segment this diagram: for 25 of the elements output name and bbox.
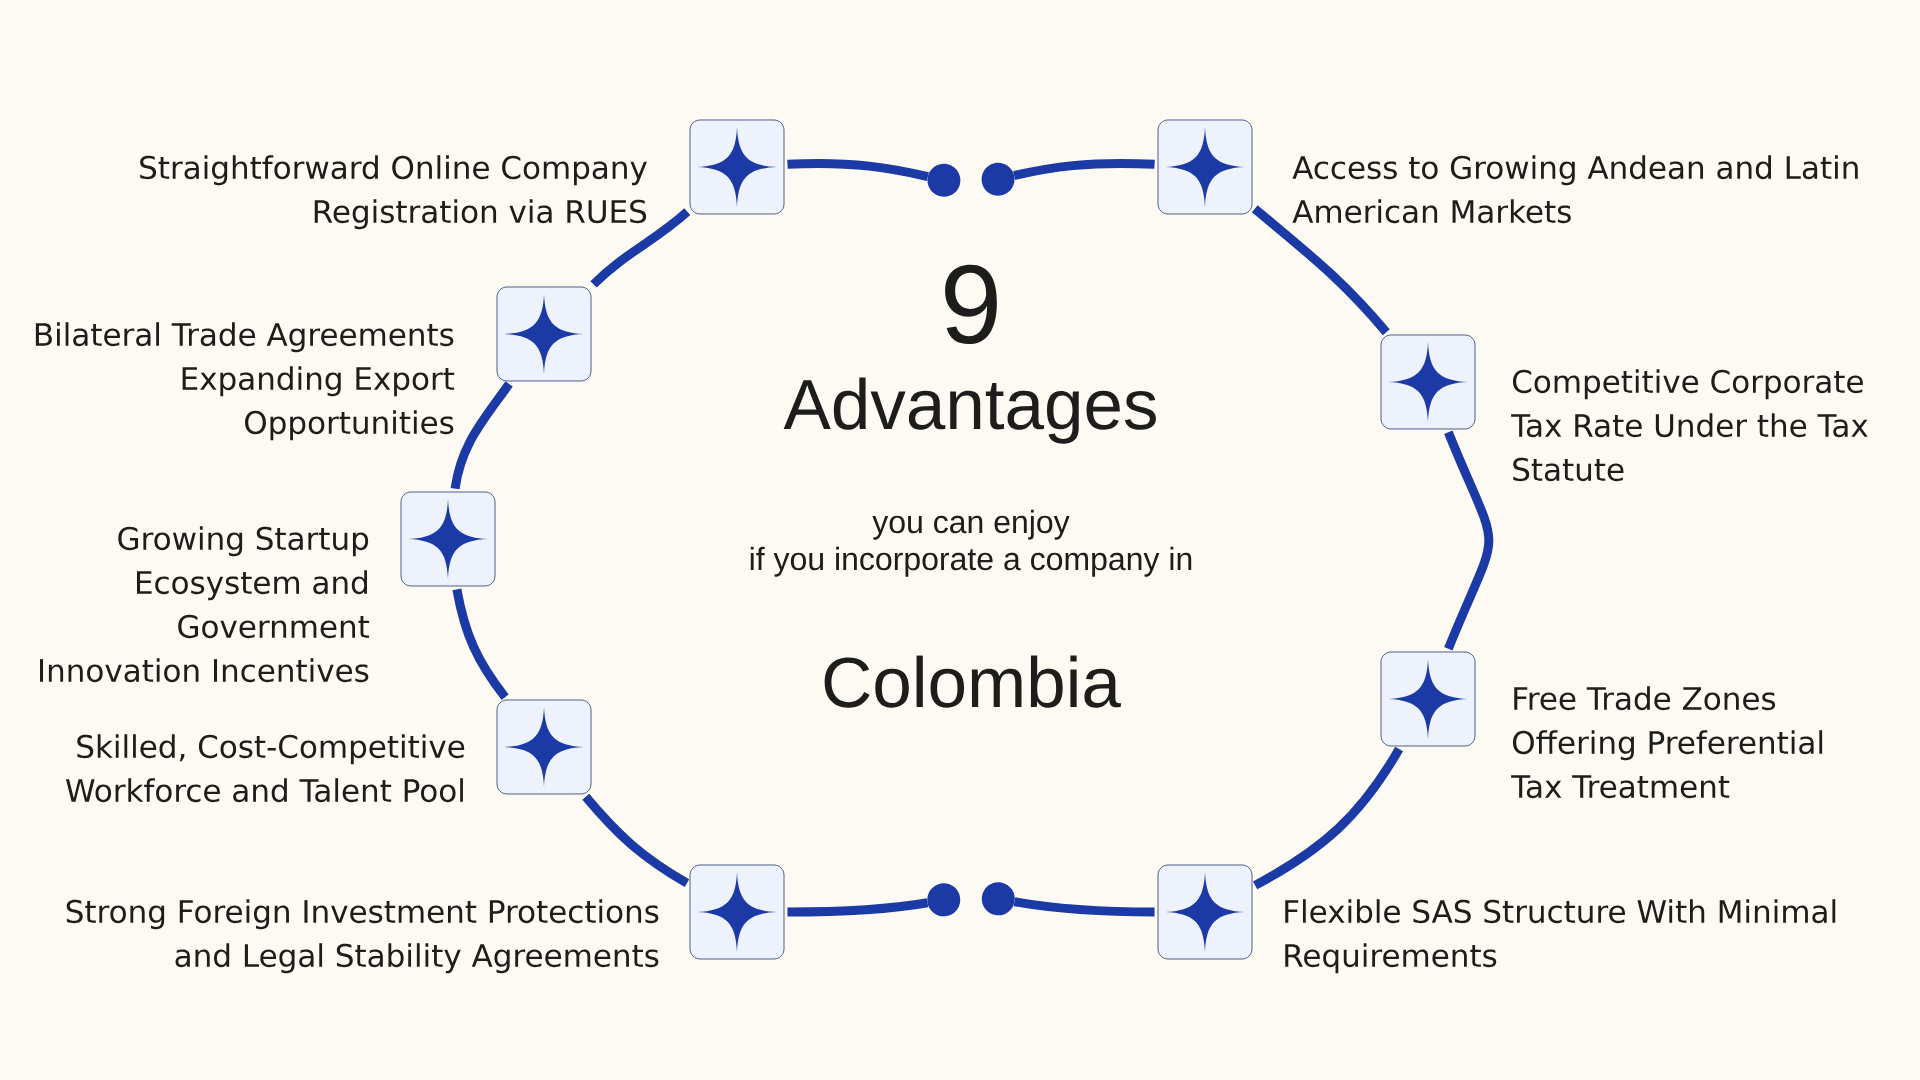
ring-arc — [582, 793, 690, 887]
description-text: Straightforward Online Company Registration via RUES — [140, 155, 647, 230]
description-text: Free Trade Zones Offering Preferential Tax Treatment — [1511, 686, 1823, 799]
description-text: Competitive Corporate Tax Rate Under the Tax Statute — [1511, 369, 1868, 482]
ring-arc — [981, 158, 1155, 196]
ring-arc — [981, 882, 1155, 917]
big-number: 9 — [945, 264, 997, 345]
ring-arc — [450, 381, 513, 490]
ring-arc — [1251, 205, 1390, 336]
description-text: Growing Startup Ecosystem and Government Innovation Incentives — [39, 526, 370, 683]
description-text: Flexible SAS Structure With Minimal Requirements — [1285, 899, 1836, 974]
description-text: Skilled, Cost-Competitive Workforce and Talent Pool — [65, 734, 465, 803]
heading: Advantages — [783, 377, 1156, 444]
subtitle-text: you can enjoy — [872, 509, 1070, 540]
description-text: Strong Foreign Investment Protections and Legal Stability Agreements — [66, 899, 659, 974]
ring-arc — [787, 159, 961, 197]
country-heading: Colombia — [824, 655, 1121, 708]
ring-arc — [590, 208, 691, 288]
description-text: Access to Growing Andean and Latin American Markets — [1292, 155, 1858, 224]
ring-arc — [452, 588, 509, 700]
ring-arc — [1444, 430, 1494, 651]
ring-arc — [1252, 746, 1403, 890]
ring-arc — [787, 883, 961, 917]
description-text: Bilateral Trade Agreements Expanding Export Opportunities — [35, 322, 455, 441]
subtitle-text: if you incorporate a company in — [750, 546, 1192, 577]
